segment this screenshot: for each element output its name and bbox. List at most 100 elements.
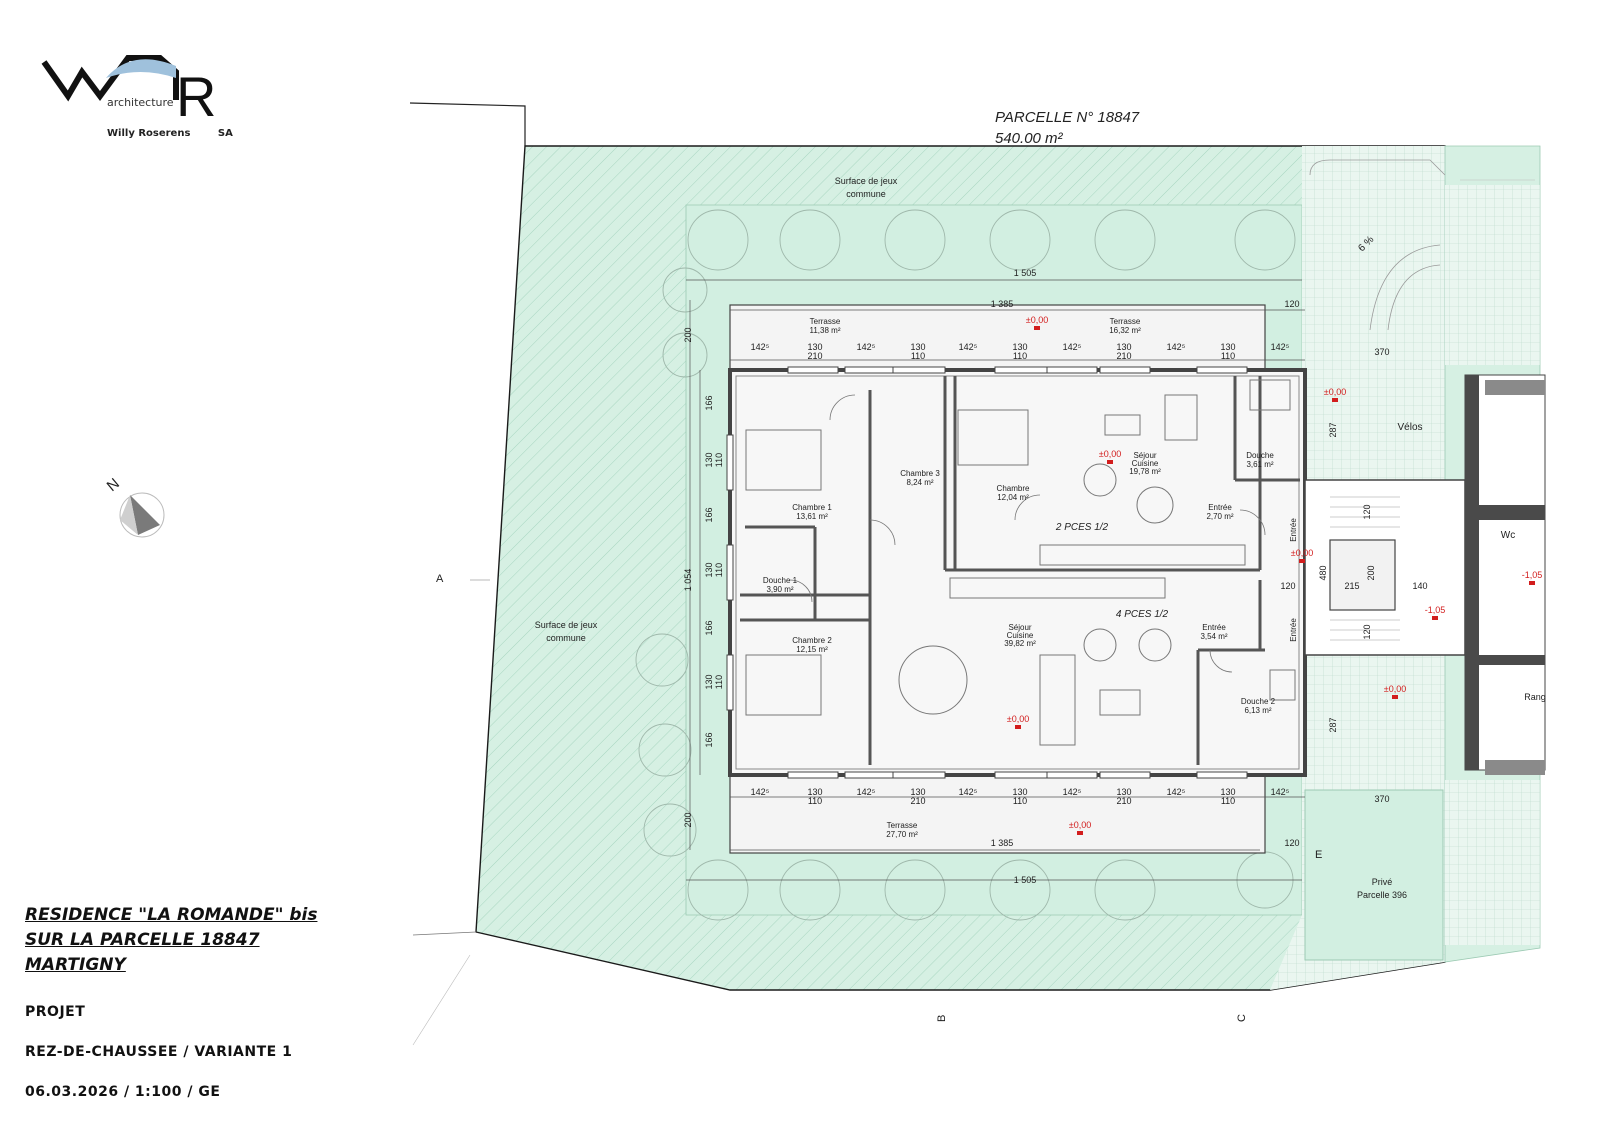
dim-bottom-row-3-0: 130 (910, 787, 925, 797)
dim-top-row-5-0: 130 (1012, 342, 1027, 352)
logo-company-name: Willy Roserens (107, 128, 191, 139)
dim-bottom-row-8-0: 142⁵ (1167, 787, 1186, 797)
room-entree-large-name: Entrée (1202, 623, 1226, 632)
dim-core-0: 120 (1280, 581, 1295, 591)
project-phase: PROJET (25, 1004, 86, 1020)
room-douche-2-area: 6,13 m² (1244, 706, 1271, 715)
dim-bottom-row-5-0: 130 (1012, 787, 1027, 797)
dim-bottom-row-9-0: 130 (1220, 787, 1235, 797)
project-title-line-1: RESIDENCE "LA ROMANDE" bis (25, 905, 318, 925)
velos-label: Vélos (1397, 422, 1422, 433)
dim-left-col-0-0: 166 (704, 395, 714, 410)
dim-right-370-top: 370 (1374, 347, 1389, 357)
dim-left-col-2-0: 166 (704, 507, 714, 522)
room-entree-small-name: Entrée (1208, 503, 1232, 512)
room-terrasse-2-name: Terrasse (1110, 317, 1141, 326)
logo-company-suffix: SA (217, 128, 233, 139)
dim-terrace-depth-bottom: 200 (683, 812, 693, 827)
room-chambre-3-area: 8,24 m² (906, 478, 933, 487)
apartment-4p-label: 4 PCES 1/2 (1116, 609, 1169, 620)
dim-core-4: 140 (1412, 581, 1427, 591)
dim-top-row-9-1: 110 (1221, 351, 1235, 361)
level-stair-1: -1,05 (1522, 570, 1543, 580)
room-entree-large-area: 3,54 m² (1200, 632, 1227, 641)
dim-top-row-2-0: 142⁵ (857, 342, 876, 352)
level-hall: ±0,00 (1291, 548, 1313, 558)
room-douche-1-area: 3,90 m² (766, 585, 793, 594)
dim-bottom-row-0-0: 142⁵ (751, 787, 770, 797)
north-label: N (104, 475, 123, 495)
dim-left-col-1-0: 130 (704, 452, 714, 467)
dim-left-col-3-1: 110 (714, 563, 724, 577)
room-douche-area: 3,61 m² (1246, 460, 1273, 469)
room-chambre-2-area: 12,15 m² (796, 645, 828, 654)
dim-depth-total: 1 054 (683, 569, 693, 592)
room-chambre-3-name: Chambre 3 (900, 469, 940, 478)
room-chambre-area: 12,04 m² (997, 493, 1029, 502)
dim-bottom-row-6-0: 142⁵ (1063, 787, 1082, 797)
dim-left-col-5-1: 110 (714, 675, 724, 689)
north-arrow-icon: N (104, 475, 165, 538)
level-sejour-small: ±0,00 (1099, 449, 1121, 459)
prive-line2: Parcelle 396 (1357, 890, 1407, 900)
room-sejour-small-l2: Cuisine (1132, 459, 1159, 468)
dim-top-row-7-1: 210 (1116, 351, 1131, 361)
level-terrace-top: ±0,00 (1026, 315, 1048, 325)
dim-bottom-row-4-0: 142⁵ (959, 787, 978, 797)
room-sejour-small-l3: 19,78 m² (1129, 467, 1161, 476)
dim-bottom-row-1-1: 110 (808, 796, 822, 806)
dim-core-6: 120 (1362, 624, 1372, 639)
level-terrace-bottom: ±0,00 (1069, 820, 1091, 830)
level-markers: ±0,00 ±0,00 ±0,00 ±0,00 ±0,00 ±0,00 ±0,0… (1007, 315, 1542, 835)
trees (635, 209, 1296, 921)
dim-offset-bottom: 120 (1284, 838, 1299, 848)
dim-bottom-row-1-0: 130 (807, 787, 822, 797)
logo-icon: R (41, 55, 216, 128)
site-labels: PARCELLE N° 18847 540.00 m² Surface de j… (436, 109, 1546, 1022)
dim-top-row-9-0: 130 (1220, 342, 1235, 352)
level-sejour-large: ±0,00 (1007, 714, 1029, 724)
terrace-bottom (729, 774, 1266, 854)
project-date-scale: 06.03.2026 / 1:100 / GE (25, 1084, 221, 1100)
section-c: C (1236, 1014, 1248, 1022)
dim-top-row-1-0: 130 (807, 342, 822, 352)
dim-bottom-row-2-0: 142⁵ (857, 787, 876, 797)
rang-label: Rang (1524, 692, 1546, 702)
dim-bottom-row-10-0: 142⁵ (1271, 787, 1290, 797)
dim-left-col-4-0: 166 (704, 620, 714, 635)
parcel-area-label: 540.00 m² (995, 130, 1064, 147)
dim-bottom-row-3-1: 210 (910, 796, 925, 806)
prive-zone (1304, 789, 1444, 961)
project-title-line-2: SUR LA PARCELLE 18847 (25, 930, 260, 950)
dim-top-row-1-1: 210 (807, 351, 822, 361)
room-sejour-large-l2: Cuisine (1007, 631, 1034, 640)
parcel-name: PARCELLE N° 18847 (995, 109, 1140, 126)
room-entree-small-area: 2,70 m² (1206, 512, 1233, 521)
dim-core-1: 480 (1318, 565, 1328, 580)
dim-top-row-0-0: 142⁵ (751, 342, 770, 352)
room-terrasse-3-name: Terrasse (887, 821, 918, 830)
dim-top-row-10-0: 142⁵ (1271, 342, 1290, 352)
wc-label: Wc (1501, 530, 1515, 541)
stair-core (1304, 374, 1546, 775)
room-douche-1-name: Douche 1 (763, 576, 798, 585)
dim-inner-top: 1 385 (991, 299, 1014, 309)
dim-core-2: 215 (1344, 581, 1359, 591)
dim-top-row-4-0: 142⁵ (959, 342, 978, 352)
apartment-2p-label: 2 PCES 1/2 (1055, 522, 1109, 533)
dim-top-row-3-0: 130 (910, 342, 925, 352)
dim-left-col-3-0: 130 (704, 562, 714, 577)
logo-mark-r: R (176, 65, 216, 128)
section-a: A (436, 573, 444, 585)
dim-outer-top: 1 505 (1014, 268, 1037, 278)
dim-offset-top: 120 (1284, 299, 1299, 309)
project-info: RESIDENCE "LA ROMANDE" bis SUR LA PARCEL… (25, 903, 317, 978)
dim-top-row-7-0: 130 (1116, 342, 1131, 352)
level-ext-right-top: ±0,00 (1324, 387, 1346, 397)
dim-bottom-row-7-0: 130 (1116, 787, 1131, 797)
dim-core-5: 120 (1362, 504, 1372, 519)
section-b: B (936, 1015, 948, 1022)
